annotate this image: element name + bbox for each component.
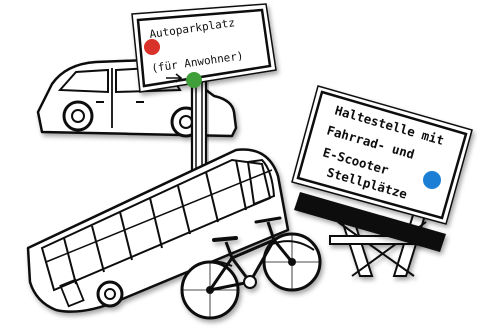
green-dot xyxy=(186,72,202,88)
blue-dot xyxy=(423,171,441,189)
parking-sign: Autoparkplatz (für Anwohner) xyxy=(132,4,276,92)
billboard-icon: Haltestelle mit Fahrrad- und E-Scooter S… xyxy=(292,86,472,252)
signpost-icon xyxy=(192,76,206,172)
red-dot xyxy=(144,39,160,55)
